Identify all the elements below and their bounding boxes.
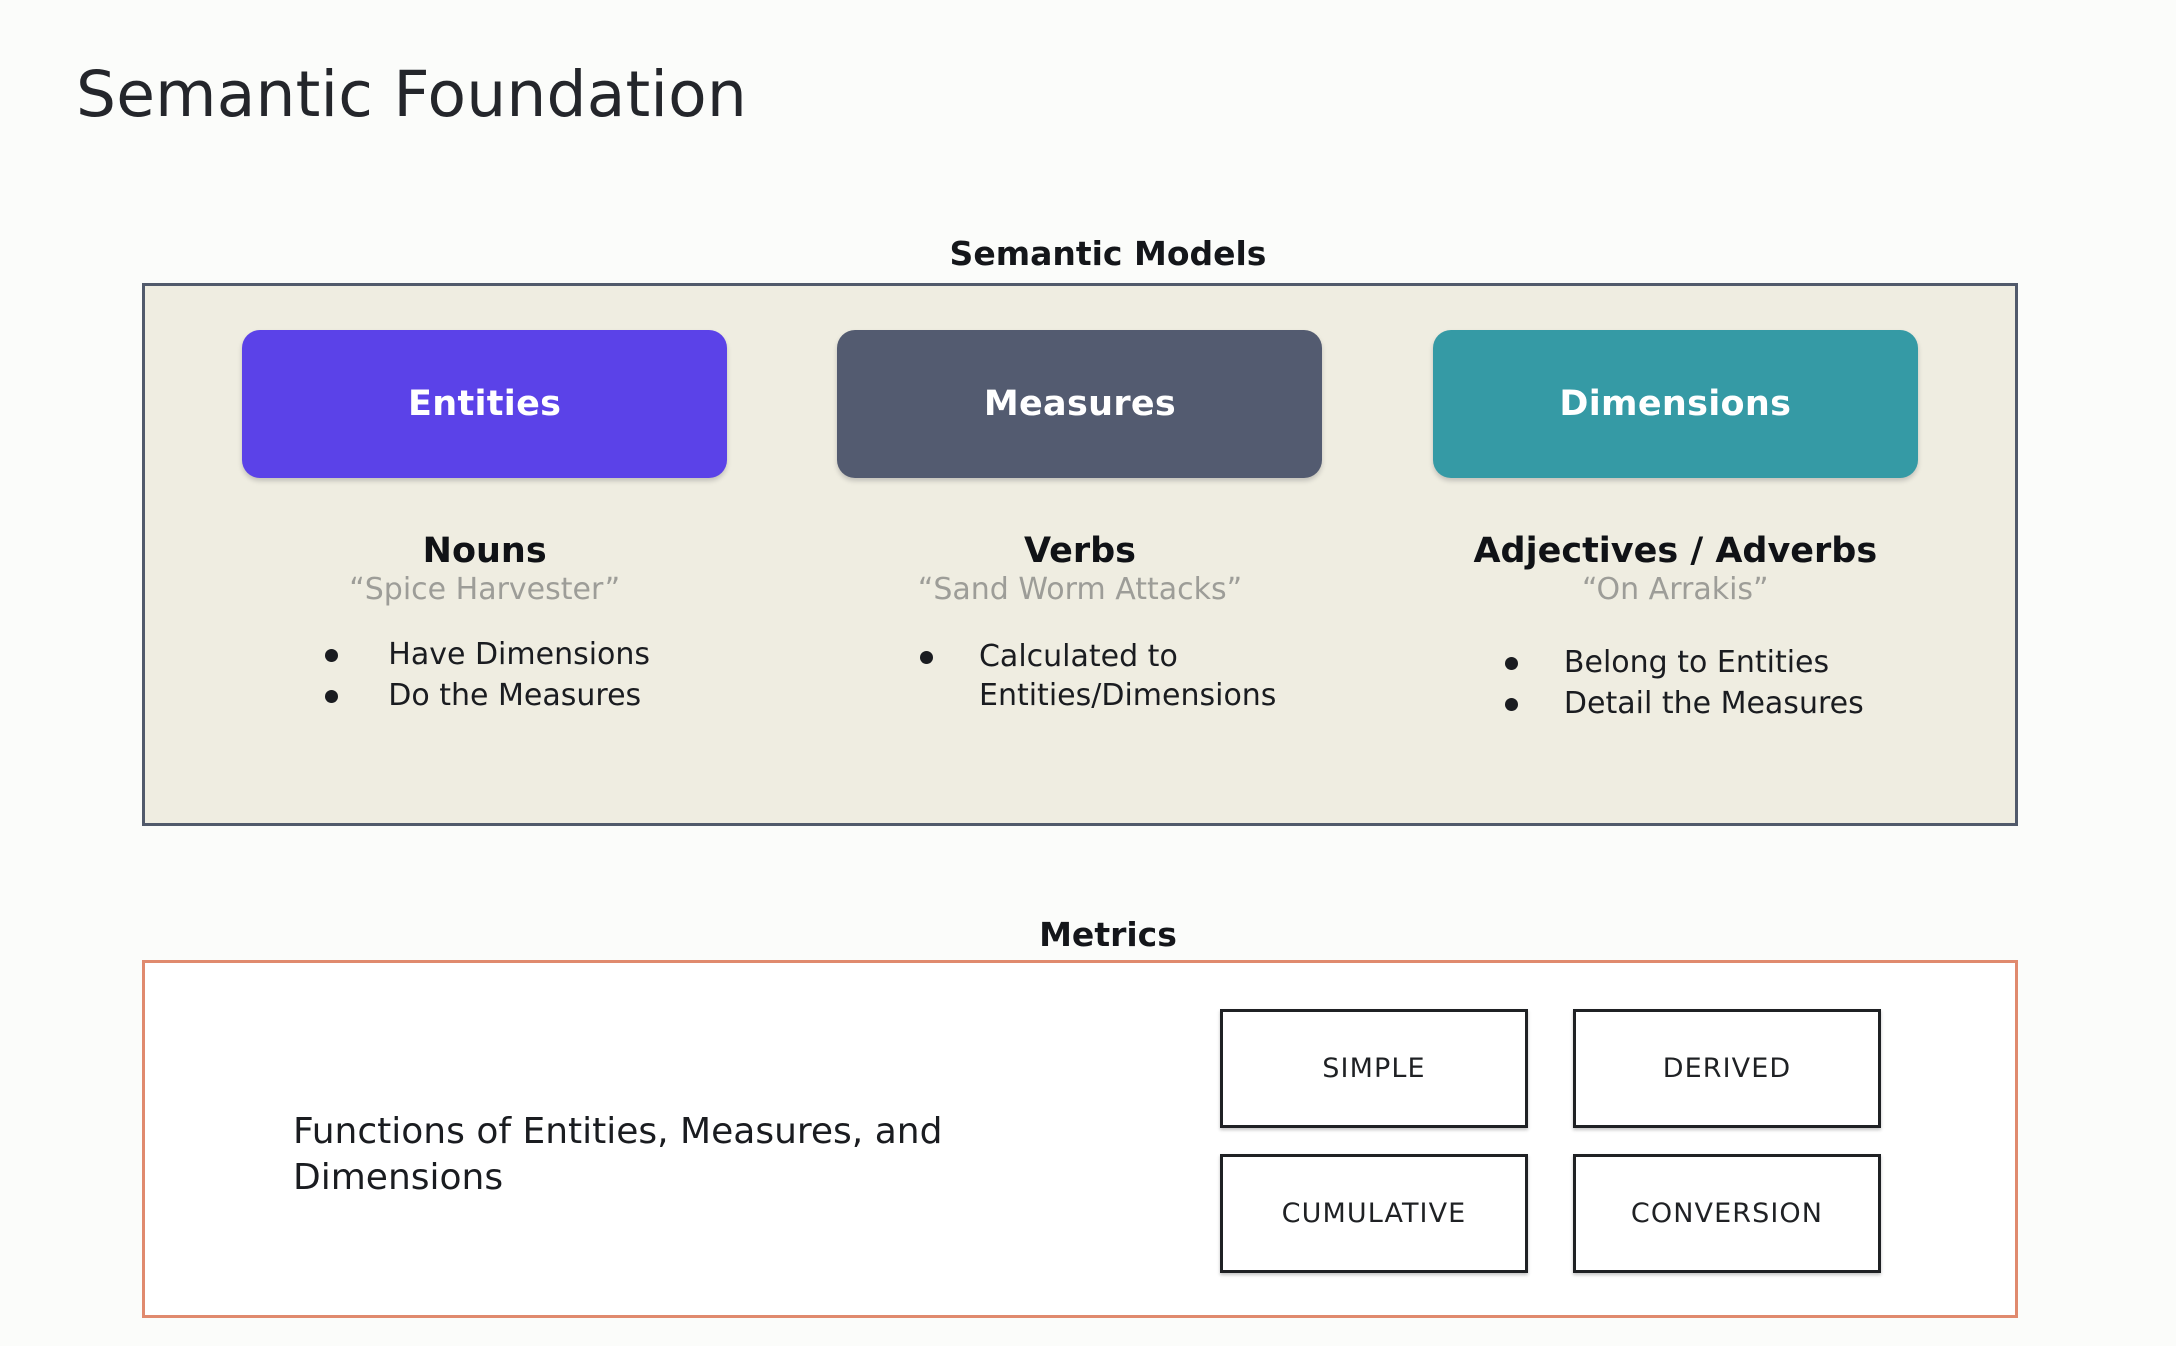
measures-example: “Sand Worm Attacks” bbox=[917, 572, 1243, 608]
metric-type-cumulative[interactable]: CUMULATIVE bbox=[1220, 1154, 1528, 1273]
list-item: Calculated to Entities/Dimensions bbox=[919, 638, 1276, 715]
bullet-dot-icon bbox=[1504, 657, 1518, 671]
metrics-heading: Metrics bbox=[1039, 915, 1177, 954]
entities-part-of-speech: Nouns bbox=[422, 531, 547, 571]
semantic-models-heading: Semantic Models bbox=[949, 234, 1267, 273]
measures-bullet-text: Calculated to Entities/Dimensions bbox=[978, 639, 1277, 713]
bullet-dot-icon bbox=[919, 651, 933, 665]
semantic-model-column-measures: Measures Verbs “Sand Worm Attacks” Calcu… bbox=[782, 330, 1377, 823]
dimensions-example: “On Arrakis” bbox=[1582, 572, 1769, 608]
entities-pill[interactable]: Entities bbox=[242, 330, 728, 478]
page-title: Semantic Foundation bbox=[76, 58, 747, 131]
metrics-description: Functions of Entities, Measures, and Dim… bbox=[293, 1111, 943, 1199]
dimensions-bullet-list: Belong to Entities Detail the Measures bbox=[1504, 644, 1864, 725]
bullet-dot-icon bbox=[325, 649, 339, 663]
metrics-panel: Functions of Entities, Measures, and Dim… bbox=[142, 960, 2018, 1318]
measures-bullet-list: Calculated to Entities/Dimensions bbox=[919, 638, 1276, 717]
semantic-models-columns: Entities Nouns “Spice Harvester” Have Di… bbox=[145, 286, 2015, 823]
metric-type-simple[interactable]: SIMPLE bbox=[1220, 1009, 1528, 1128]
entities-bullet-text: Do the Measures bbox=[388, 677, 642, 713]
bullet-dot-icon bbox=[325, 689, 339, 703]
list-item: Do the Measures bbox=[325, 677, 650, 715]
semantic-model-column-dimensions: Dimensions Adjectives / Adverbs “On Arra… bbox=[1378, 330, 1973, 823]
semantic-model-column-entities: Entities Nouns “Spice Harvester” Have Di… bbox=[187, 330, 782, 823]
metric-type-derived[interactable]: DERIVED bbox=[1573, 1009, 1881, 1128]
dimensions-part-of-speech: Adjectives / Adverbs bbox=[1473, 531, 1878, 571]
list-item: Have Dimensions bbox=[325, 636, 650, 674]
metrics-type-grid: SIMPLE DERIVED CUMULATIVE CONVERSION bbox=[1220, 1009, 1881, 1273]
entities-bullet-list: Have Dimensions Do the Measures bbox=[325, 636, 650, 717]
dimensions-bullet-text: Belong to Entities bbox=[1563, 645, 1830, 681]
bullet-dot-icon bbox=[1504, 697, 1518, 711]
dimensions-bullet-text: Detail the Measures bbox=[1563, 685, 1864, 721]
entities-bullet-text: Have Dimensions bbox=[388, 637, 651, 673]
measures-part-of-speech: Verbs bbox=[1023, 531, 1137, 571]
list-item: Belong to Entities bbox=[1504, 644, 1864, 682]
metric-type-conversion[interactable]: CONVERSION bbox=[1573, 1154, 1881, 1273]
dimensions-pill[interactable]: Dimensions bbox=[1432, 330, 1918, 478]
list-item: Detail the Measures bbox=[1504, 685, 1864, 723]
measures-pill[interactable]: Measures bbox=[837, 330, 1323, 478]
entities-example: “Spice Harvester” bbox=[349, 572, 621, 608]
semantic-models-panel: Entities Nouns “Spice Harvester” Have Di… bbox=[142, 283, 2018, 826]
